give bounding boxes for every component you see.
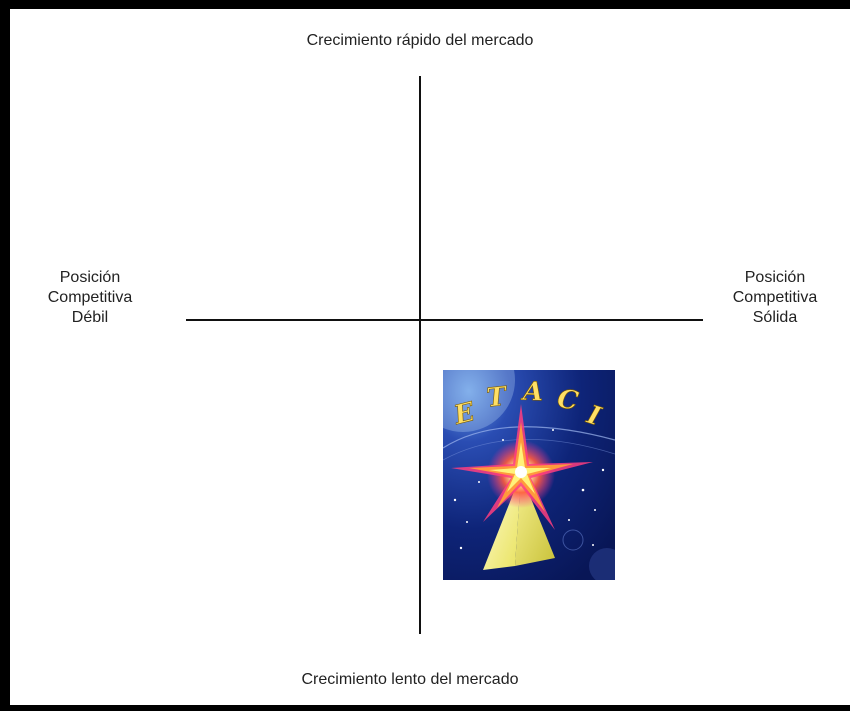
logo-letter: A [520, 377, 544, 408]
logo-wordmark: E T A C I [450, 376, 605, 433]
axis-right-label-line: Sólida [752, 309, 798, 326]
axis-left-label-line: Débil [71, 309, 109, 326]
etaci-logo-graphic: E T A C I [443, 370, 615, 580]
axis-left-label: Posición Competitiva Débil [20, 268, 160, 328]
axis-left-label-line: Competitiva [47, 289, 133, 306]
logo-orbit-icon [443, 426, 615, 449]
logo-letter: C [555, 384, 581, 417]
logo-bubble-icon [562, 529, 584, 551]
axis-left-label-line: Posición [59, 269, 121, 286]
axis-right-label: Posición Competitiva Sólida [705, 268, 845, 328]
etaci-logo: E T A C I [443, 370, 615, 580]
logo-planet-icon [443, 370, 515, 432]
vertical-axis [419, 76, 421, 634]
logo-star-icon [451, 404, 593, 530]
horizontal-axis [186, 319, 703, 321]
axis-bottom-label: Crecimiento lento del mercado [301, 671, 519, 688]
axis-top-label: Crecimiento rápido del mercado [306, 32, 534, 49]
axis-right-label-line: Competitiva [732, 289, 818, 306]
logo-bubble-icon [589, 548, 615, 580]
axis-right-label-line: Posición [744, 269, 806, 286]
